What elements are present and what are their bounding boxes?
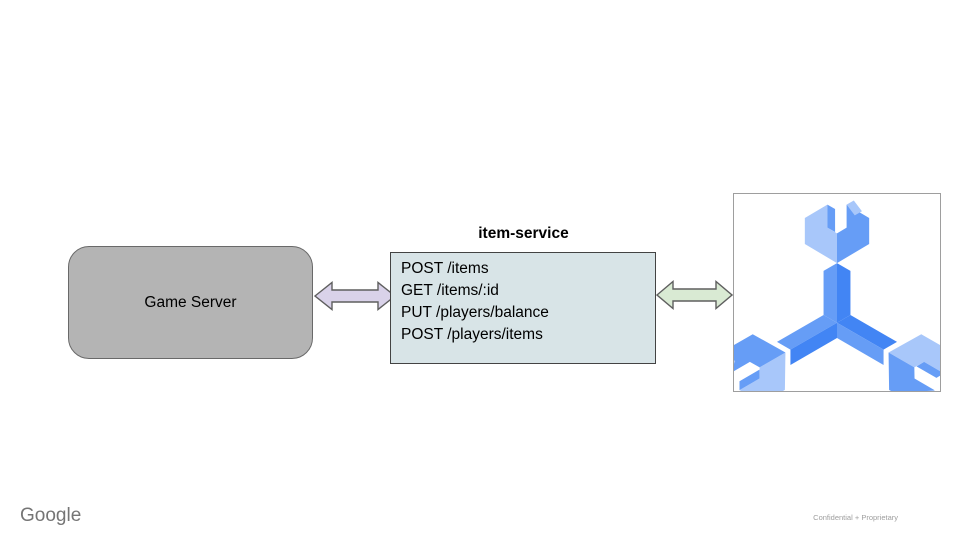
endpoint-line: PUT /players/balance xyxy=(401,304,549,321)
endpoint-line: GET /items/:id xyxy=(401,282,499,299)
spanner-logo-box xyxy=(733,193,941,392)
item-service-box: POST /items GET /items/:id PUT /players/… xyxy=(390,252,656,364)
left-double-arrow xyxy=(314,281,396,311)
item-service-title: item-service xyxy=(478,225,569,242)
right-double-arrow xyxy=(656,280,733,310)
spanner-shaft-right-face xyxy=(837,263,851,323)
wrench-inner-facet xyxy=(827,204,836,233)
game-server-box: Game Server xyxy=(68,246,313,359)
spanner-shaft-left-face xyxy=(823,263,837,323)
endpoint-line: POST /items xyxy=(401,260,489,277)
cloud-spanner-icon xyxy=(734,200,940,391)
endpoint-line: POST /players/items xyxy=(401,326,543,343)
left-double-arrow-shape xyxy=(314,281,396,311)
google-logo: Google xyxy=(20,505,82,526)
right-double-arrow-shape xyxy=(656,280,733,310)
game-server-label: Game Server xyxy=(144,293,237,311)
wrench-face-medium xyxy=(837,204,870,264)
spanner-head-top xyxy=(804,200,870,264)
confidential-note: Confidential + Proprietary xyxy=(813,513,898,522)
